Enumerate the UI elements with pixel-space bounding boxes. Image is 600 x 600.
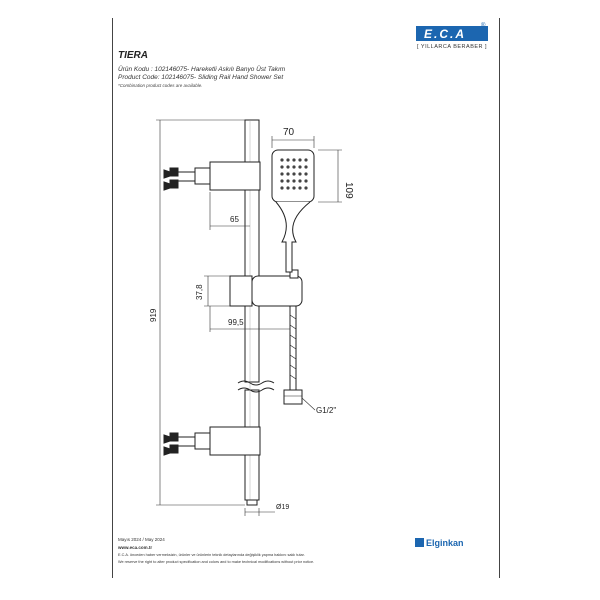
- eca-logo: E.C.A ® [ YILLARCA BERABER ]: [414, 23, 490, 54]
- dim-holder-height: 37,8: [195, 284, 204, 300]
- shower-head: [271, 149, 315, 273]
- elginkan-icon: [415, 538, 424, 547]
- combination-note: *Combination product codes are available…: [118, 83, 203, 88]
- slider-holder: [229, 269, 303, 307]
- dim-bar-diameter: Ø19: [276, 504, 289, 511]
- logo-badge: E.C.A: [416, 26, 488, 41]
- footer-date: Mayıs 2024 / May 2024: [118, 537, 165, 542]
- top-wall-anchors: [163, 167, 179, 191]
- technical-drawing: 70 109 65 37,8 99,5 919 G1/2" Ø19: [150, 119, 354, 516]
- bottom-wall-anchors: [163, 432, 179, 456]
- top-bracket: [175, 161, 261, 191]
- dim-thread: G1/2": [316, 406, 336, 415]
- elginkan-logo: Elginkan: [415, 538, 464, 548]
- footer-legal-en: We reserve the right to alter product sp…: [118, 560, 315, 564]
- product-title: TIERA: [118, 50, 148, 61]
- document-page: [112, 18, 500, 578]
- dim-wall-to-bar: 65: [230, 215, 239, 224]
- footer-website[interactable]: www.eca.com.tr: [118, 545, 153, 550]
- logo-text: E.C.A: [424, 27, 467, 41]
- shower-hose: [283, 306, 303, 405]
- registered-mark: ®: [481, 23, 486, 29]
- footer-legal-tr: E.C.A. önceden haber vermeksizin, ürünle…: [118, 553, 305, 557]
- logo-tagline: [ YILLARCA BERABER ]: [416, 44, 488, 50]
- elginkan-text: Elginkan: [426, 538, 464, 548]
- dim-holder-depth: 99,5: [228, 318, 244, 327]
- dim-head-width: 70: [283, 127, 295, 138]
- dim-head-height: 109: [343, 182, 354, 199]
- product-code-en: Product Code: 102146075- Sliding Rail Ha…: [118, 74, 284, 81]
- dim-bar-length: 919: [150, 308, 158, 322]
- bottom-bracket: [175, 426, 261, 456]
- product-code-tr: Ürün Kodu : 102146075- Hareketli Askılı …: [118, 66, 286, 73]
